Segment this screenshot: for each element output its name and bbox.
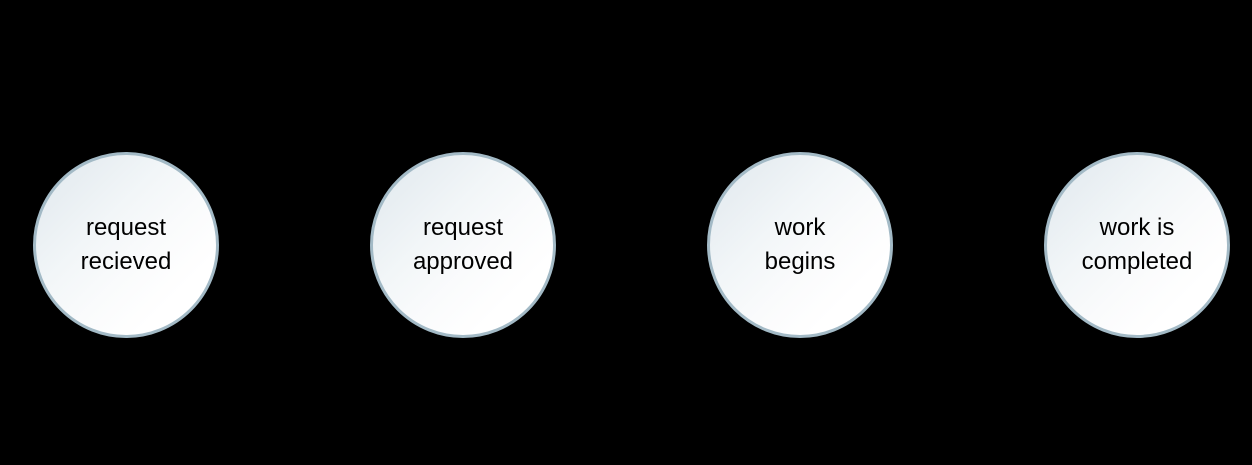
diagram-node-request-recieved[interactable]: request recieved xyxy=(33,152,219,338)
node-label: request recieved xyxy=(80,214,172,275)
node-label: work is completed xyxy=(1081,214,1193,275)
diagram-node-work-begins[interactable]: work begins xyxy=(707,152,893,338)
diagram-node-request-approved[interactable]: request approved xyxy=(370,152,556,338)
node-label: request approved xyxy=(412,214,514,275)
diagram-node-work-is-completed[interactable]: work is completed xyxy=(1044,152,1230,338)
node-label: work begins xyxy=(764,214,836,275)
